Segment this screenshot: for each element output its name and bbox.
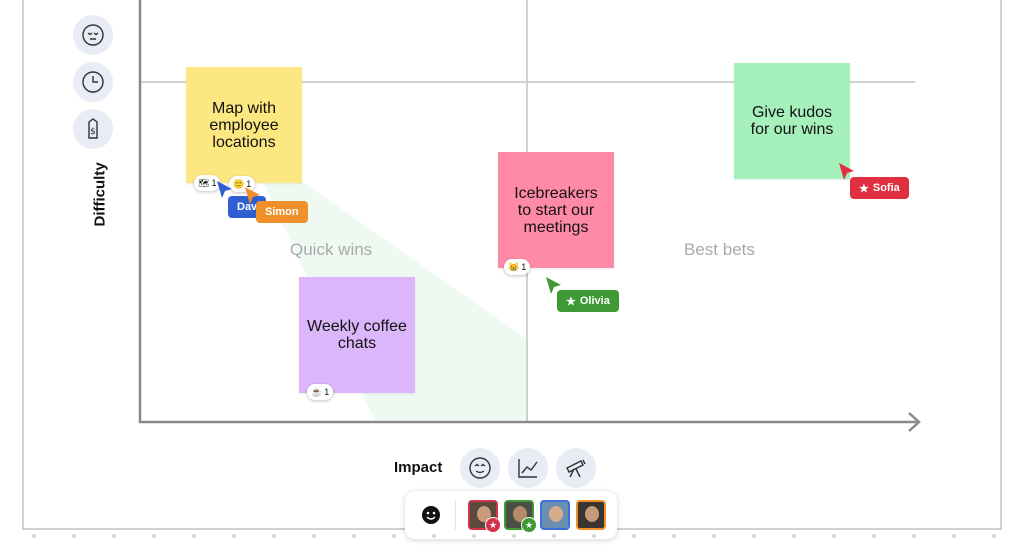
star-icon: ★ [859,182,869,195]
reaction-badge[interactable]: 😸 1 [504,259,531,275]
grid-dot [872,534,876,538]
grid-dot [32,534,36,538]
grid-dot [912,534,916,538]
cursor-name: Dav [237,201,258,213]
reaction-emoji: 😸 [508,261,520,272]
sticky-note[interactable]: Icebreakers to start our meetings [498,152,614,268]
avatar[interactable] [540,500,570,530]
reaction-badge[interactable]: 🗺 1 [194,175,221,191]
grid-dot [832,534,836,538]
reaction-badge[interactable]: ☕ 1 [307,384,334,400]
reaction-badge[interactable]: 🙂 1 [229,176,256,192]
sticky-note[interactable]: Weekly coffee chats [299,277,415,393]
cursor-arrow-icon [546,277,561,294]
grid-dot [352,534,356,538]
grid-dot [752,534,756,538]
smiley-face-icon[interactable] [415,499,447,531]
sticky-text: Give kudos for our wins [750,104,834,138]
reaction-count: 1 [211,178,217,188]
smile-face-icon[interactable] [460,448,500,488]
cursor-label-olivia: ★ Olivia [557,290,619,312]
difficulty-axis-label: Difficulty [91,162,109,227]
neutral-face-icon[interactable] [73,15,113,55]
grid-dot [792,534,796,538]
star-icon: ★ [566,295,576,308]
star-icon: ★ [485,517,501,533]
grid-dot [392,534,396,538]
cursor-name: Sofia [872,182,900,194]
avatar[interactable]: ★ [468,500,501,533]
cursor-name: Olivia [579,295,610,307]
grid-dot [512,534,516,538]
reaction-count: 1 [521,262,527,272]
sticky-text: Weekly coffee chats [307,318,407,352]
grid-dot [272,534,276,538]
telescope-icon[interactable] [556,448,596,488]
grid-dot [592,534,596,538]
clock-icon[interactable] [73,62,113,102]
grid-dot [192,534,196,538]
grid-dot [72,534,76,538]
star-icon: ★ [521,517,537,533]
grid-dot [312,534,316,538]
grid-dot [712,534,716,538]
cursor-arrow-icon [217,181,232,198]
grid-dot [152,534,156,538]
impact-axis-label: Impact [394,459,443,476]
reaction-emoji: 🙂 [233,178,245,189]
line-chart-icon[interactable] [508,448,548,488]
reaction-emoji: 🗺 [198,177,210,188]
sticky-note[interactable]: Give kudos for our wins [734,63,850,179]
canvas-dot-grid [0,534,1024,538]
grid-dot [472,534,476,538]
svg-text:$: $ [90,127,96,137]
x-axis-arrowhead [908,412,921,432]
cursor-label-simon: Simon [256,201,308,223]
grid-dot [432,534,436,538]
dock-divider [455,500,456,530]
grid-dot [632,534,636,538]
grid-dot [992,534,996,538]
quadrant-label-best-bets: Best bets [684,240,755,259]
avatar[interactable]: ★ [504,500,537,533]
avatar[interactable] [576,500,606,530]
cursor-arrow-icon [245,187,260,204]
reaction-count: 1 [324,387,330,397]
collaborator-dock: ★ ★ [405,491,617,539]
grid-dot [112,534,116,538]
grid-dot [672,534,676,538]
reaction-emoji: ☕ [311,386,323,397]
grid-dot [552,534,556,538]
cursor-name: Simon [265,206,299,218]
grid-dot [952,534,956,538]
sticky-note[interactable]: Map with employee locations [186,67,302,183]
quadrant-label-quick-wins: Quick wins [290,240,373,259]
reaction-count: 1 [246,179,252,189]
price-tag-icon[interactable]: $ [73,109,113,149]
cursor-arrow-icon [839,163,854,180]
sticky-text: Icebreakers to start our meetings [514,184,598,236]
sticky-text: Map with employee locations [209,99,279,151]
cursor-label-sofia: ★ Sofia [850,177,909,199]
grid-dot [232,534,236,538]
